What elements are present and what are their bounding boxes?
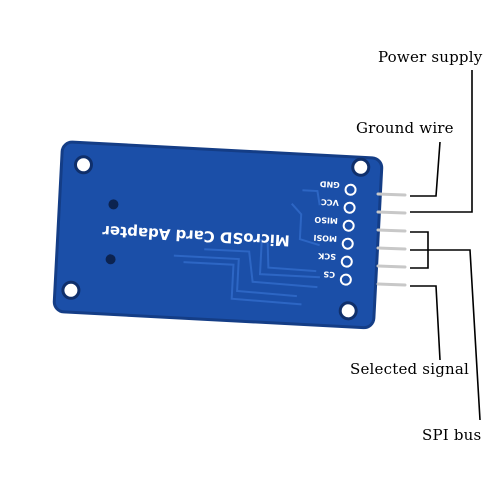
header-pins [376, 192, 407, 287]
via-icon [105, 254, 116, 265]
pin-pad-icon [339, 273, 352, 286]
selected-signal-label: Selected signal [350, 360, 470, 378]
header-pin [376, 264, 407, 269]
ground-wire-label: Ground wire [356, 119, 454, 137]
via-icon [108, 199, 119, 210]
pin-pad-icon [340, 255, 353, 268]
pcb-body [54, 142, 382, 328]
pin-pads [339, 183, 357, 286]
pin-label-sck: SCK [317, 251, 336, 261]
header-pin [376, 192, 407, 197]
pin-pad-icon [341, 237, 354, 250]
power-supply-line [410, 70, 473, 213]
mount-hole-icon [61, 280, 81, 300]
pin-label-vcc: VCC [321, 197, 340, 207]
pin-pad-icon [343, 201, 356, 214]
header-pin [376, 282, 407, 287]
ground-wire-line [410, 141, 441, 197]
header-pin [376, 210, 407, 215]
pin-label-cs: CS [323, 269, 335, 279]
pin-label-mosi: MOSI [313, 233, 337, 243]
header-pin [376, 246, 407, 251]
annotation-lines [410, 70, 481, 421]
pin-pad-icon [342, 219, 355, 232]
pcb-board: MicroSD Card Adapter GND VCC MISO MOSI S… [52, 140, 384, 330]
pcb-traces [173, 189, 321, 306]
power-supply-label: Power supply [378, 48, 483, 66]
pin-label-miso: MISO [314, 215, 338, 225]
pin-label-gnd: GND [319, 179, 340, 189]
pin-labels: GND VCC MISO MOSI SCK CS [313, 179, 340, 279]
mount-hole-icon [351, 157, 371, 177]
spi-bus-line [428, 249, 481, 421]
header-pin [376, 228, 407, 233]
pin-pad-icon [344, 183, 357, 196]
mount-hole-icon [73, 155, 93, 175]
selected-signal-line [410, 285, 441, 361]
spi-bus-label: SPI bus [422, 426, 482, 444]
mount-hole-icon [338, 301, 358, 321]
